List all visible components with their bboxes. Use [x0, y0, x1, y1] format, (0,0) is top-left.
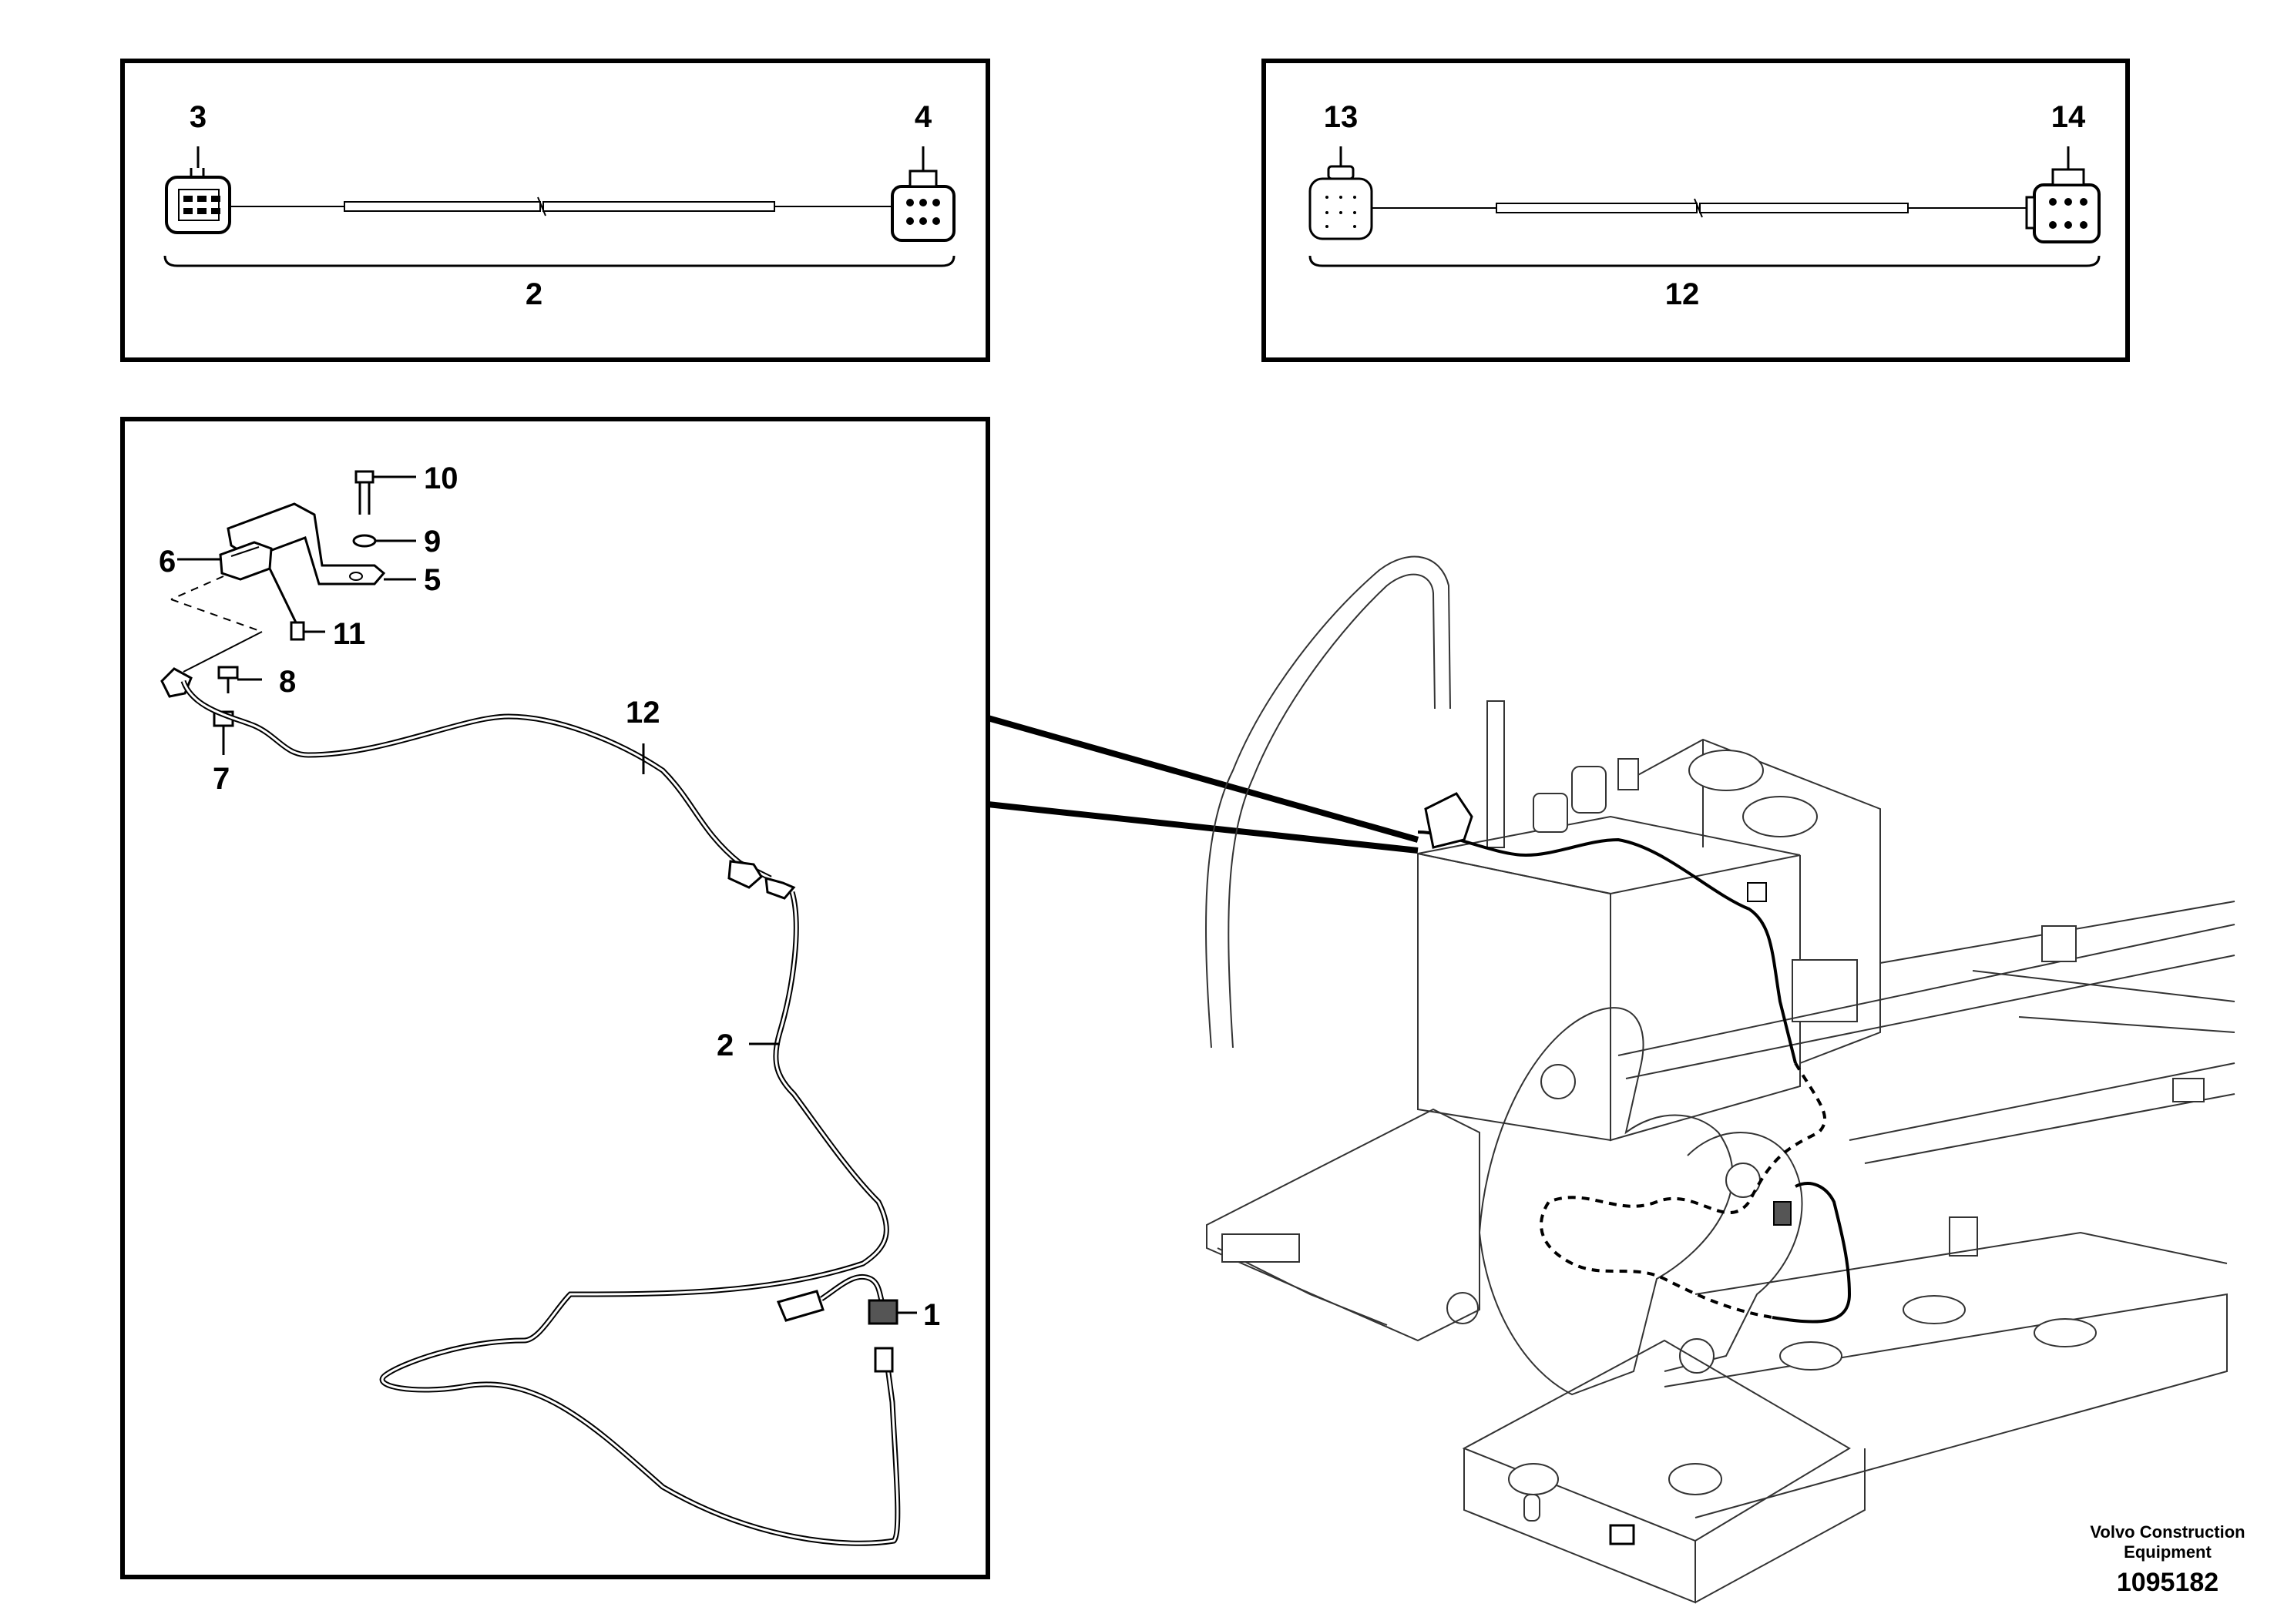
label-14: 14: [2051, 100, 2086, 134]
machine-frame-illustration: [1205, 555, 2235, 1604]
panel-detail-view: 10 9 5 6 11 8 7 12 2 1: [120, 417, 990, 1579]
label-4: 4: [915, 100, 932, 134]
label-8: 8: [279, 665, 296, 699]
harness-12-cable: [180, 679, 772, 881]
harness-2-cable: [379, 891, 901, 1546]
company-name-line1: Volvo Construction: [2090, 1522, 2245, 1542]
clip-icon: [219, 541, 273, 581]
mounted-clip-icon: [1424, 792, 1473, 849]
harness-sleeve: [344, 201, 541, 212]
label-6: 6: [159, 545, 176, 579]
harness-brace: [1308, 255, 2101, 267]
label-13: 13: [1324, 100, 1359, 134]
label-7: 7: [213, 762, 230, 796]
harness-sleeve: [1496, 203, 1698, 213]
label-9: 9: [424, 525, 441, 559]
panel-harness-12: 13 14 12: [1261, 59, 2130, 362]
label-3: 3: [190, 100, 207, 134]
panel-frame: [1261, 59, 2130, 362]
washer-icon: [352, 534, 416, 548]
label-11: 11: [333, 617, 365, 651]
panel-harness-2: 3 4 2: [120, 59, 990, 362]
panel-frame: [120, 417, 990, 1579]
panel-frame: [120, 59, 990, 362]
label-5: 5: [424, 563, 441, 597]
connector-3-icon: [165, 146, 231, 234]
label-1: 1: [923, 1298, 940, 1332]
label-2: 2: [717, 1028, 734, 1062]
label-10: 10: [424, 461, 458, 495]
label-12: 12: [1665, 277, 1700, 311]
drawing-number: 1095182: [2117, 1568, 2218, 1597]
bolt-icon: [354, 470, 416, 515]
harness-sleeve: [1699, 203, 1909, 213]
zoom-pointer: [986, 715, 1419, 854]
footer: Volvo Construction Equipment 1095182: [2090, 1522, 2245, 1597]
screw-icon: [268, 568, 325, 641]
harness-sleeve: [542, 201, 775, 212]
harness-brace: [163, 255, 956, 267]
label-2: 2: [526, 277, 542, 311]
sensor-1-icon: [776, 1273, 917, 1373]
connector-14-icon: [2025, 146, 2101, 243]
connector-13-icon: [1308, 146, 1373, 240]
company-name-line2: Equipment: [2124, 1542, 2212, 1562]
inline-connector-icon: [727, 860, 796, 900]
connector-4-icon: [891, 146, 956, 242]
label-12: 12: [626, 696, 660, 730]
bolt-icon: [217, 666, 262, 693]
